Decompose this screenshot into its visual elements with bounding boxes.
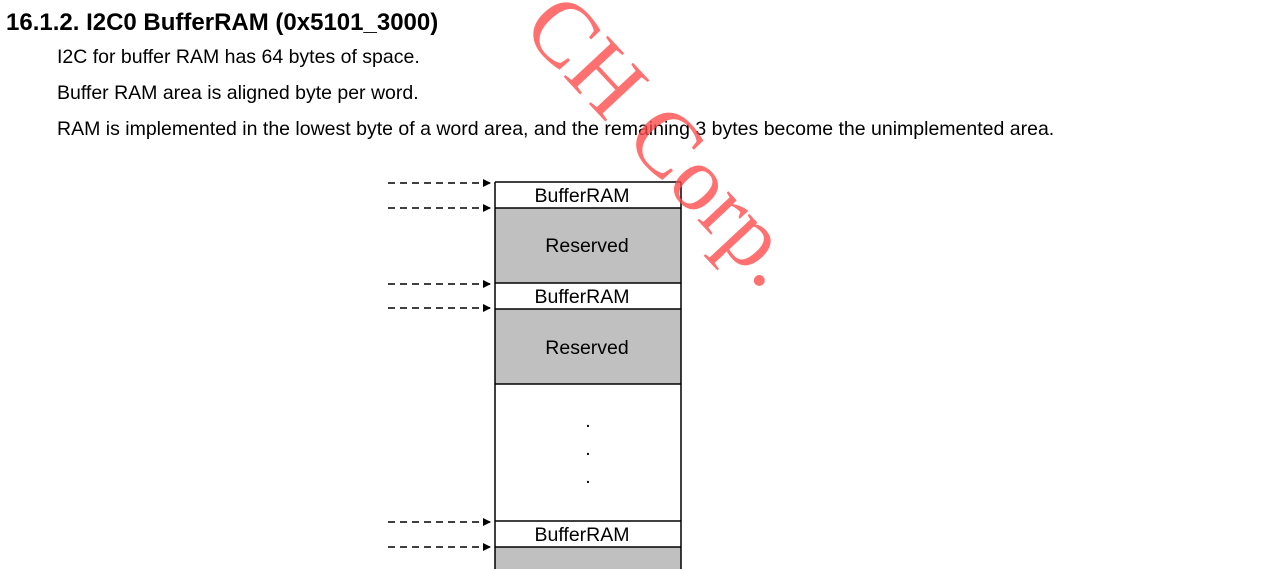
paragraph-alignment: Buffer RAM area is aligned byte per word…: [57, 82, 419, 104]
ellipsis-dot: .: [585, 466, 590, 488]
paragraph-implementation: RAM is implemented in the lowest byte of…: [57, 118, 1055, 140]
buffer-ram-label: BufferRAM: [534, 286, 629, 308]
reserved-label: Reserved: [545, 337, 628, 359]
section-title: 16.1.2. I2C0 BufferRAM (0x5101_3000): [6, 9, 439, 36]
reserved-cell-2: [495, 309, 681, 384]
ellipsis-dot: .: [585, 410, 590, 432]
buffer-ram-label: BufferRAM: [534, 524, 629, 546]
ellipsis-dot: .: [585, 438, 590, 460]
reserved-label: Reserved: [545, 235, 628, 257]
paragraph-buffer-size: I2C for buffer RAM has 64 bytes of space…: [57, 46, 420, 68]
buffer-ram-label: BufferRAM: [534, 185, 629, 207]
reserved-cell-1: [495, 208, 681, 283]
reserved-cell-3: [495, 547, 681, 569]
